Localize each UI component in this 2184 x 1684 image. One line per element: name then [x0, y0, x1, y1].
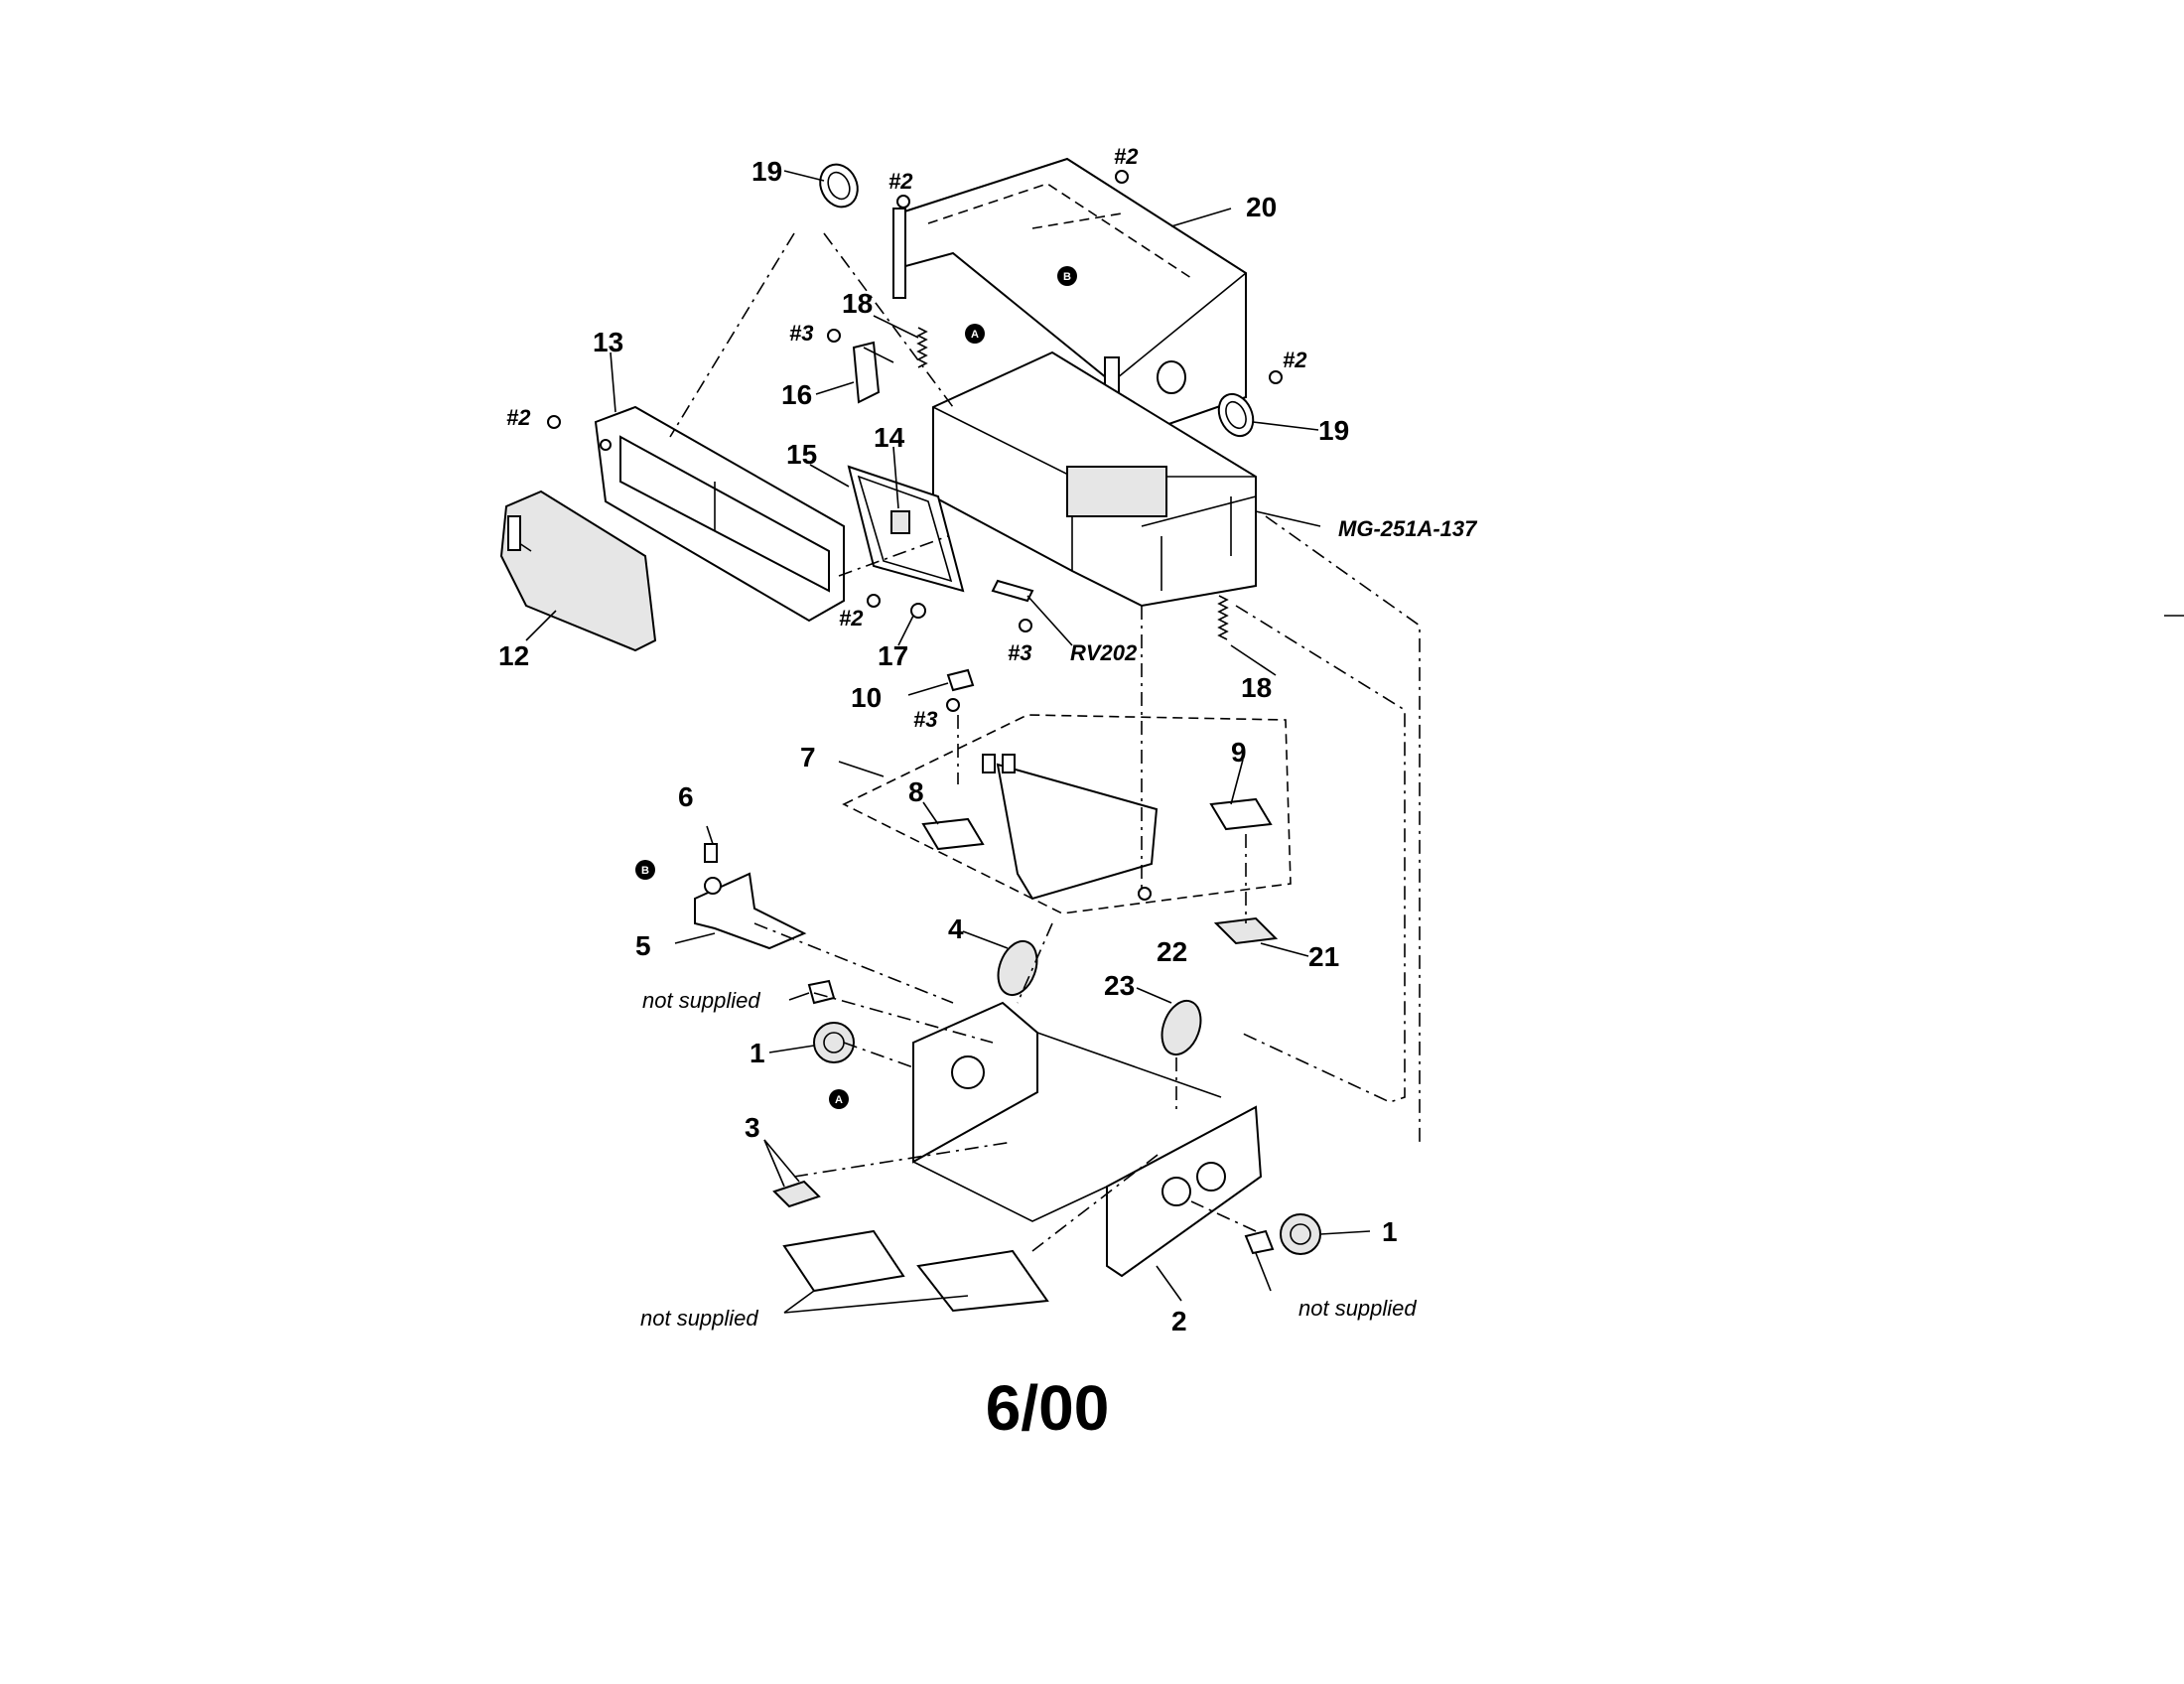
label-part-15: 15: [786, 439, 817, 470]
marker-b-bottom: B: [635, 860, 655, 880]
label-part-2: 2: [1171, 1306, 1187, 1336]
label-screw-2-right: #2: [1283, 348, 1307, 372]
cushion-not-supplied-left: [807, 979, 836, 1005]
svg-text:B: B: [1063, 271, 1071, 283]
screw-icon-group: [547, 170, 1283, 901]
label-part-4: 4: [948, 913, 964, 944]
cushion-not-supplied-right: [1244, 1229, 1275, 1255]
lever-part-5: [694, 872, 807, 950]
label-part-3: 3: [745, 1112, 760, 1143]
front-bezel-part-13: [594, 405, 845, 623]
motor-part-1-right: [1280, 1213, 1321, 1255]
label-part-23: 23: [1104, 970, 1135, 1001]
label-part-21: 21: [1308, 941, 1339, 972]
pin-part-17: [910, 603, 926, 619]
rubber-ring-part-19-right: [1217, 392, 1255, 438]
label-part-18-top: 18: [842, 288, 873, 319]
label-screw-2-top-left: #2: [888, 169, 913, 194]
label-part-6: 6: [678, 781, 694, 812]
label-part-7: 7: [800, 742, 816, 772]
svg-text:B: B: [641, 865, 649, 877]
date-code: 6/00: [986, 1372, 1110, 1444]
front-panel-part-12: [499, 490, 657, 652]
pad-part-9: [1209, 797, 1273, 831]
chassis-frame-part-2: [912, 1001, 1263, 1278]
label-screw-2-top-right: #2: [1114, 144, 1139, 169]
holder-part-10: [946, 668, 975, 692]
motor-part-1-left: [813, 1022, 855, 1063]
label-part-22: 22: [1157, 936, 1187, 967]
note-not-supplied-left: not supplied: [642, 988, 760, 1013]
marker-b-top: B: [1057, 266, 1077, 286]
label-part-10: 10: [851, 682, 882, 713]
spring-part-18-top: [916, 327, 928, 368]
label-part-1-right: 1: [1382, 1216, 1398, 1247]
label-part-13: 13: [593, 327, 623, 357]
pad-part-8: [921, 817, 985, 851]
label-part-17: 17: [878, 640, 908, 671]
bracket-part-16: [852, 341, 881, 404]
label-part-18-right: 18: [1241, 672, 1272, 703]
resistor-rv202: [991, 579, 1034, 603]
note-not-supplied-right: not supplied: [1298, 1296, 1417, 1321]
top-cover-part-20: [892, 157, 1247, 439]
marker-a-top: A: [965, 324, 985, 344]
label-part-20: 20: [1246, 192, 1277, 222]
label-screw-2-bezel: #2: [839, 606, 864, 631]
label-part-12: 12: [498, 640, 529, 671]
pcb-assembly-part-7: [842, 714, 1292, 914]
label-screw-3-lower: #3: [913, 707, 937, 732]
main-chassis-block: [932, 351, 1257, 608]
label-mg-251a-137: MG-251A-137: [1338, 516, 1478, 541]
pad-part-21: [1213, 916, 1279, 945]
spring-part-6: [704, 843, 718, 863]
sheet-not-supplied-2: [916, 1249, 1049, 1313]
spring-part-18-right: [1217, 595, 1229, 640]
label-part-1-left: 1: [750, 1038, 765, 1068]
lock-part-14: [890, 510, 910, 534]
marker-a-bottom: A: [829, 1089, 849, 1109]
cushion-part-3: [772, 1180, 821, 1208]
assembly-guide-lines: [669, 232, 1421, 1252]
sheet-not-supplied-1: [782, 1229, 905, 1293]
leader-lines: [525, 170, 1371, 1314]
svg-text:A: A: [971, 329, 979, 341]
label-screw-2-left: #2: [506, 405, 531, 430]
label-part-14: 14: [874, 422, 905, 453]
label-part-9: 9: [1231, 737, 1247, 768]
gear-part-23: [1160, 999, 1202, 1056]
svg-text:A: A: [835, 1094, 843, 1106]
label-part-19-top: 19: [751, 156, 782, 187]
label-part-16: 16: [781, 379, 812, 410]
label-part-5: 5: [635, 930, 651, 961]
label-part-19-right: 19: [1318, 415, 1349, 446]
label-screw-3-middle: #3: [1008, 640, 1031, 665]
label-part-8: 8: [908, 776, 924, 807]
note-not-supplied-bottom: not supplied: [640, 1306, 758, 1331]
label-screw-3-top: #3: [789, 321, 813, 346]
label-rv202: RV202: [1070, 640, 1138, 665]
rubber-ring-part-19-top: [819, 163, 859, 209]
